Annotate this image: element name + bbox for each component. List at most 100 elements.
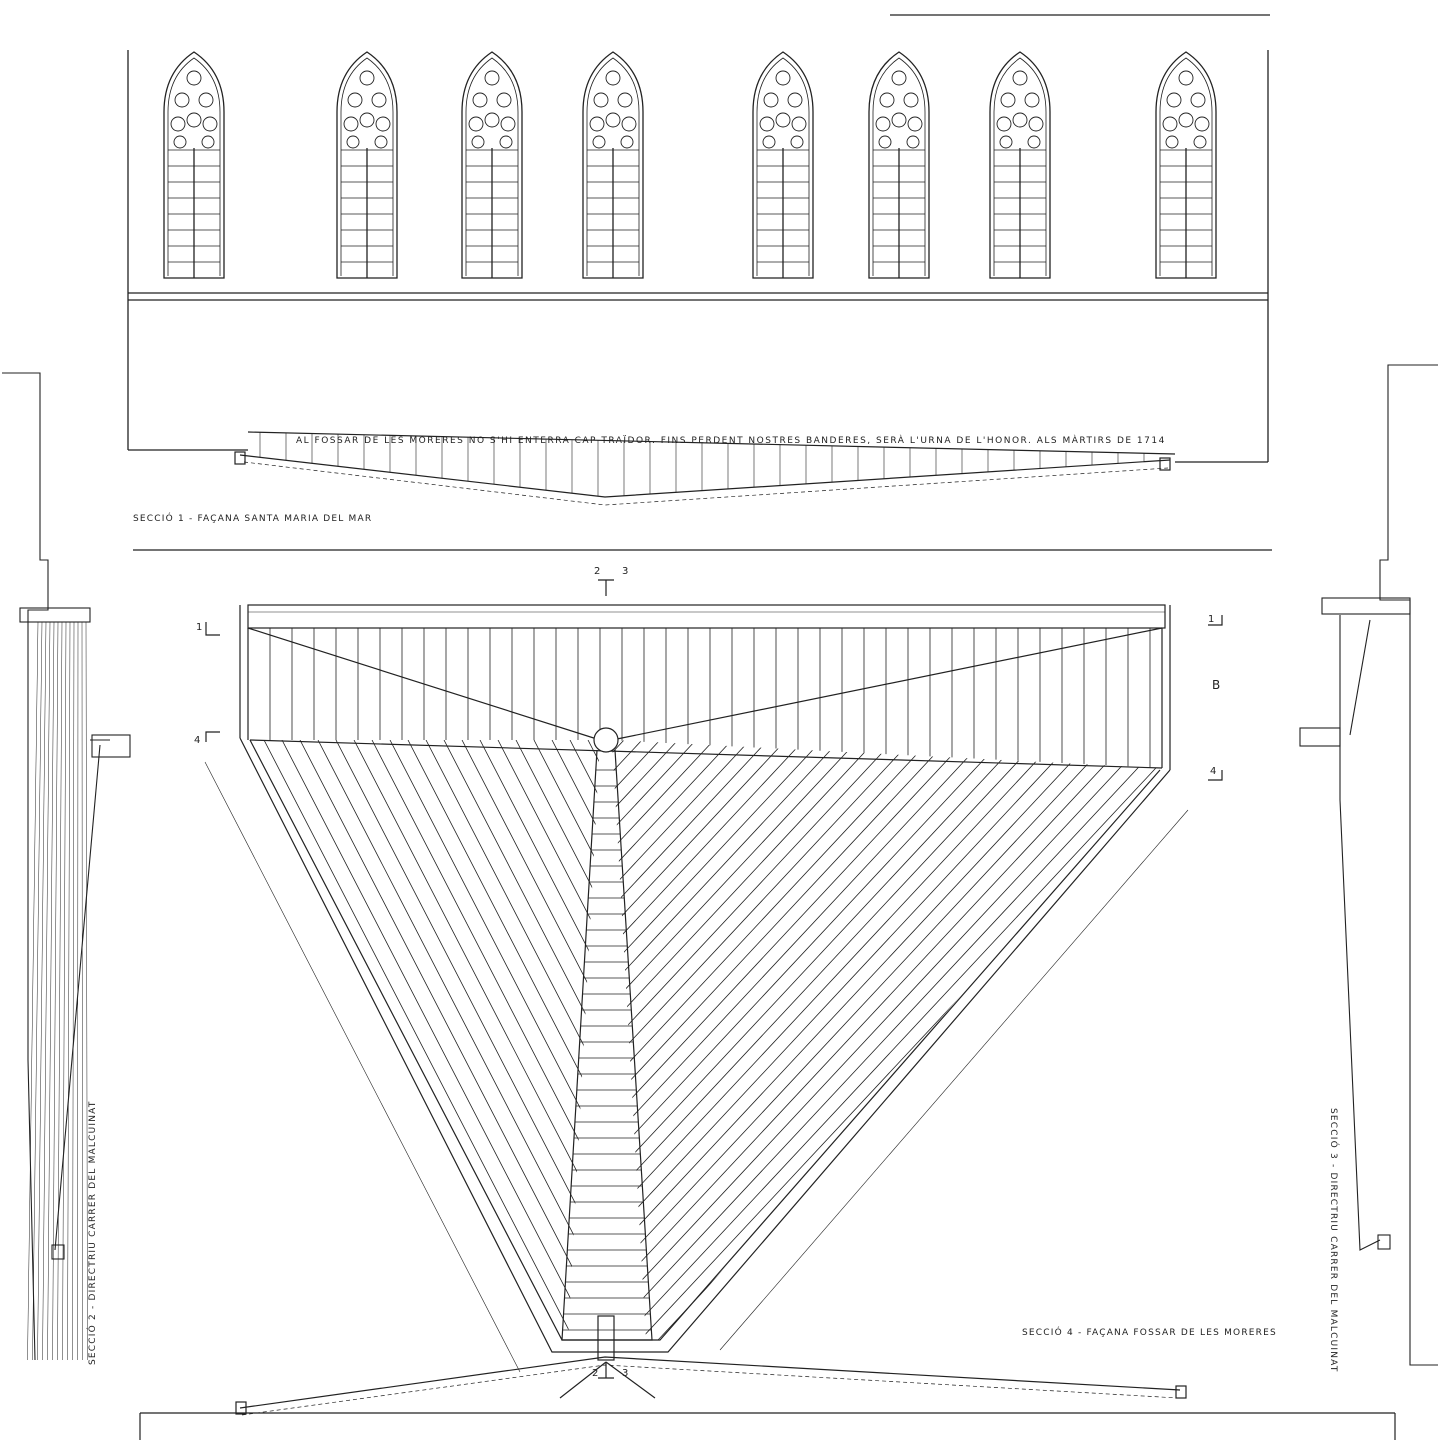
window-inner bbox=[1159, 57, 1213, 276]
plan-view bbox=[0, 579, 1440, 1379]
tracery-foil bbox=[875, 116, 891, 132]
hatch-line bbox=[1414, 740, 1440, 1340]
section-2-top-bench bbox=[19, 607, 91, 623]
hatch-line bbox=[353, 740, 600, 1340]
section-4-label: SECCIÓ 4 - FAÇANA FOSSAR DE LES MORERES bbox=[1022, 1328, 1277, 1338]
gothic-window bbox=[989, 51, 1051, 279]
hatch-line bbox=[804, 740, 1114, 1340]
section-2-stave bbox=[81, 621, 83, 1361]
hatch-line bbox=[612, 740, 769, 1340]
tracery-foil bbox=[347, 92, 363, 108]
hatch-line bbox=[675, 740, 1158, 1340]
section-marker-1-right: 1 bbox=[1208, 614, 1216, 625]
hatch-line bbox=[612, 740, 823, 1340]
section-3-strut bbox=[1349, 619, 1371, 736]
hatch-line bbox=[250, 740, 431, 1340]
hatch-line bbox=[612, 740, 643, 1340]
tracery-foil bbox=[484, 70, 500, 86]
hatch-line bbox=[612, 740, 841, 1340]
hatch-line bbox=[819, 740, 1158, 1340]
hatch-line bbox=[0, 740, 534, 1340]
hatch-line bbox=[250, 740, 251, 1340]
hatch-line bbox=[533, 740, 600, 1340]
hatch-line bbox=[250, 740, 323, 1340]
tracery-foil bbox=[907, 116, 923, 132]
side-sections bbox=[2, 364, 1438, 1366]
section-4-ramp-under bbox=[241, 1364, 1179, 1416]
hatch-line bbox=[1432, 740, 1440, 1340]
section-marker-2-bottom: 2 bbox=[592, 1368, 600, 1379]
section-2-stave bbox=[42, 621, 51, 1361]
plan-top-bench bbox=[247, 604, 1166, 629]
section-marker-3-bottom: 3 bbox=[622, 1368, 630, 1379]
tracery-foil bbox=[775, 70, 791, 86]
hatch-line bbox=[612, 740, 751, 1340]
hatch-line bbox=[0, 740, 196, 1340]
tracery-foil bbox=[617, 92, 633, 108]
section-4-drain-right bbox=[1175, 1385, 1187, 1399]
hatch-line bbox=[0, 740, 552, 1340]
hatch-line bbox=[250, 740, 395, 1340]
tracery-foil bbox=[891, 70, 907, 86]
hatch-line bbox=[1162, 740, 1440, 1340]
tracery-foil bbox=[173, 135, 187, 149]
hatch-line bbox=[0, 740, 372, 1340]
window-outline bbox=[989, 51, 1051, 279]
tracery-foil bbox=[201, 135, 215, 149]
hatch-line bbox=[250, 740, 269, 1340]
tracery-foil bbox=[359, 112, 375, 128]
hatch-line bbox=[515, 740, 600, 1340]
zone-label-b: B bbox=[1212, 678, 1222, 692]
tracery-foil bbox=[1000, 92, 1016, 108]
hatch-line bbox=[732, 740, 1042, 1340]
hatch-line bbox=[389, 740, 600, 1340]
plan-diagonal-left bbox=[247, 627, 601, 741]
tracery-foil bbox=[763, 92, 779, 108]
tracery-foil bbox=[1028, 116, 1044, 132]
section-2-ramp bbox=[54, 744, 101, 1251]
tracery-foil bbox=[775, 112, 791, 128]
hatch-line bbox=[747, 740, 1158, 1340]
tracery-foil bbox=[500, 116, 516, 132]
gothic-window bbox=[461, 51, 523, 279]
hatch-line bbox=[250, 740, 467, 1340]
hatch-line bbox=[729, 740, 1158, 1340]
hatch-line bbox=[891, 740, 1158, 1340]
hatch-line bbox=[621, 740, 1158, 1340]
hatch-line bbox=[1035, 740, 1158, 1340]
tracery-foil bbox=[472, 92, 488, 108]
window-outline bbox=[868, 51, 930, 279]
tracery-foil bbox=[1193, 135, 1207, 149]
plan-diagonal-right bbox=[611, 627, 1163, 741]
dimension-line-right bbox=[719, 809, 1189, 1351]
hatch-line bbox=[612, 740, 1111, 1340]
tracery-foil bbox=[999, 135, 1013, 149]
hatch-line bbox=[966, 740, 1276, 1340]
hatch-line bbox=[612, 740, 931, 1340]
hatch-line bbox=[1017, 740, 1158, 1340]
hatch-line bbox=[461, 740, 600, 1340]
tracery-foil bbox=[375, 116, 391, 132]
tracery-foil bbox=[1012, 70, 1028, 86]
hatch-line bbox=[1092, 740, 1402, 1340]
plan-outer-edge bbox=[239, 737, 1171, 1353]
hatch-line bbox=[786, 740, 1096, 1340]
section-2-stave bbox=[32, 621, 43, 1361]
tracery-foil bbox=[1162, 116, 1178, 132]
hatch-line bbox=[750, 740, 1060, 1340]
hatch-line bbox=[612, 740, 859, 1340]
section-3-top-bench bbox=[1321, 597, 1411, 615]
hatch-line bbox=[612, 740, 1158, 1340]
hatch-line bbox=[281, 740, 593, 1340]
tracery-foil bbox=[620, 135, 634, 149]
hatch-line bbox=[1198, 740, 1440, 1340]
tracery-foil bbox=[468, 116, 484, 132]
tracery-foil bbox=[170, 116, 186, 132]
hatch-line bbox=[714, 740, 1024, 1340]
tracery-foil bbox=[996, 116, 1012, 132]
hatch-line bbox=[612, 740, 913, 1340]
section-mark-2-3-top bbox=[598, 579, 614, 596]
hatch-line bbox=[612, 740, 967, 1340]
hatch-line bbox=[1378, 740, 1440, 1340]
central-column bbox=[593, 727, 619, 753]
